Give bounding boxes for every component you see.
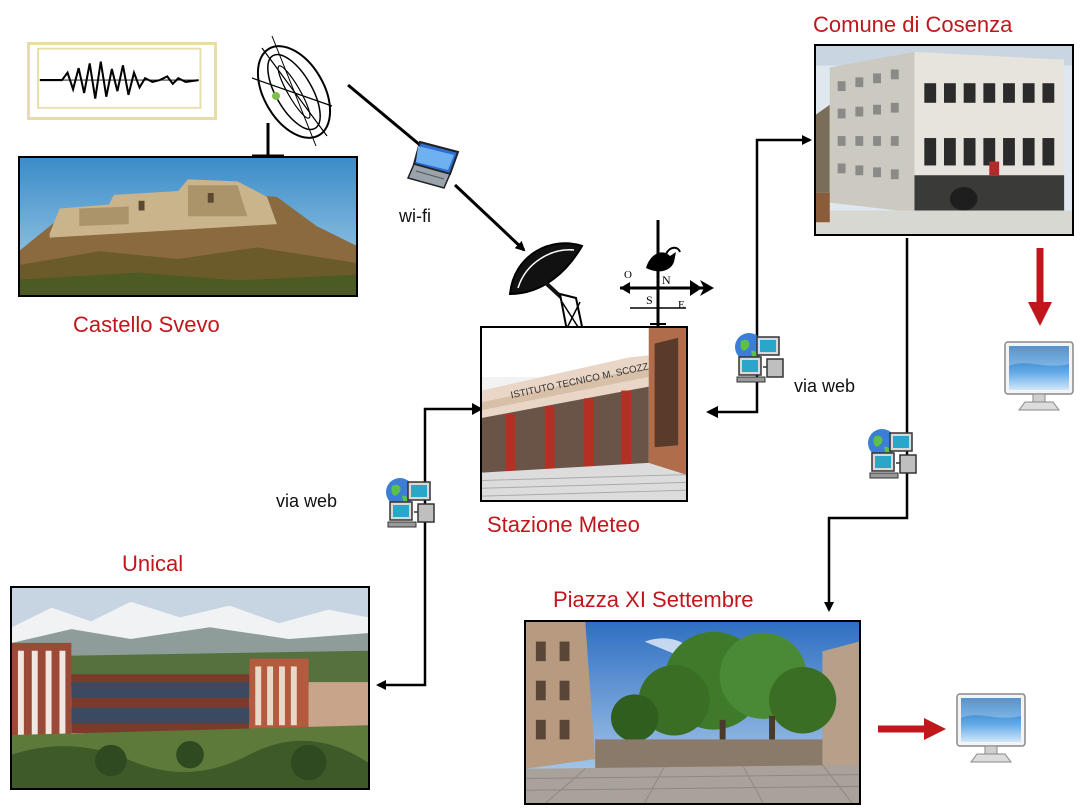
piazza-photo xyxy=(524,620,861,805)
network-computers-icon xyxy=(866,427,922,479)
antenna-icon xyxy=(232,28,342,158)
network-computers-icon xyxy=(384,476,440,528)
castello-label: Castello Svevo xyxy=(73,312,220,337)
weather-vane-icon: S N O E xyxy=(610,216,720,328)
monitor-icon xyxy=(955,692,1027,764)
svg-text:N: N xyxy=(662,273,671,287)
svg-text:S: S xyxy=(646,293,653,307)
via-web-label-right: via web xyxy=(794,376,856,396)
stazione-label: Stazione Meteo xyxy=(487,512,640,537)
castello-photo xyxy=(18,156,358,297)
piazza-label: Piazza XI Settembre xyxy=(553,587,754,612)
link-stazione-unical xyxy=(376,407,478,690)
comune-label: Comune di Cosenza xyxy=(813,12,1013,37)
link-antenna-laptop xyxy=(347,83,421,147)
stazione-photo: ISTITUTO TECNICO M. SCOZZA xyxy=(480,326,688,502)
unical-label: Unical xyxy=(122,551,184,576)
unical-photo xyxy=(10,586,370,790)
svg-text:O: O xyxy=(624,269,632,281)
laptop-icon xyxy=(406,138,462,190)
arrowhead-stazione-right xyxy=(706,406,718,418)
svg-text:E: E xyxy=(678,299,685,311)
via-web-label-left: via web xyxy=(276,491,338,511)
network-computers-icon xyxy=(733,331,789,383)
seismograph-icon xyxy=(27,42,217,120)
monitor-icon xyxy=(1003,340,1075,412)
wifi-label: wi-fi xyxy=(399,206,431,226)
link-comune-piazza xyxy=(824,238,909,612)
comune-photo xyxy=(814,44,1074,236)
